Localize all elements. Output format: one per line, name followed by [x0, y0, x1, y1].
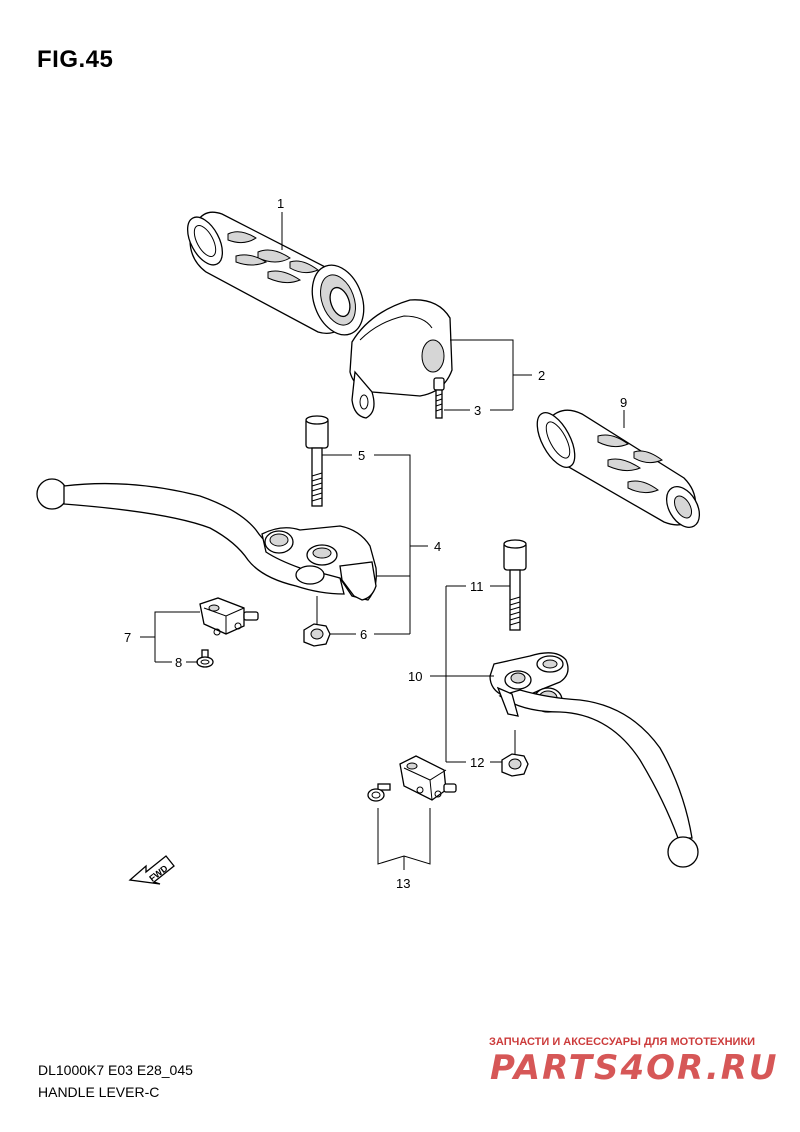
callout-7: 7	[124, 630, 131, 645]
figure-title: FIG.45	[37, 46, 114, 73]
brake-switch-screw-part	[196, 649, 214, 668]
callout-9: 9	[620, 395, 627, 410]
callout-8: 8	[175, 655, 182, 670]
throttle-grip-part	[186, 211, 365, 336]
callout-12: 12	[470, 755, 484, 770]
callout-3: 3	[474, 403, 481, 418]
clutch-switch-screw-part	[367, 783, 391, 802]
callout-labels: 1 2 3 4 5 6 7 8 9 10 11 12 13	[124, 196, 627, 891]
callout-2: 2	[538, 368, 545, 383]
callout-10: 10	[408, 669, 422, 684]
callout-1: 1	[277, 196, 284, 211]
model-code: DL1000K7 E03 E28_045	[38, 1062, 193, 1078]
clutch-lever-bolt-part	[503, 539, 527, 631]
callout-4: 4	[434, 539, 441, 554]
housing-screw-part	[433, 377, 445, 419]
brake-lever-nut-part	[303, 623, 331, 647]
watermark-tagline: ЗАПЧАСТИ И АКСЕССУАРЫ ДЛЯ МОТОТЕХНИКИ	[489, 1036, 756, 1048]
left-grip-part	[536, 409, 701, 528]
fwd-direction-arrow: FWD	[128, 855, 175, 885]
leader-lines	[140, 212, 625, 870]
clutch-switch-part	[399, 755, 457, 801]
brake-switch-part	[199, 597, 259, 636]
brake-lever-bolt-part	[305, 415, 329, 507]
callout-5: 5	[358, 448, 365, 463]
section-name: HANDLE LEVER-C	[38, 1084, 160, 1100]
callout-6: 6	[360, 627, 367, 642]
watermark-logo: PARTS4OR.RU	[490, 1048, 779, 1088]
callout-11: 11	[470, 579, 484, 594]
clutch-lever-part	[489, 652, 699, 868]
callout-13: 13	[396, 876, 410, 891]
brake-lever-part	[36, 478, 377, 601]
throttle-housing-part	[349, 299, 453, 419]
clutch-lever-nut-part	[501, 753, 529, 777]
